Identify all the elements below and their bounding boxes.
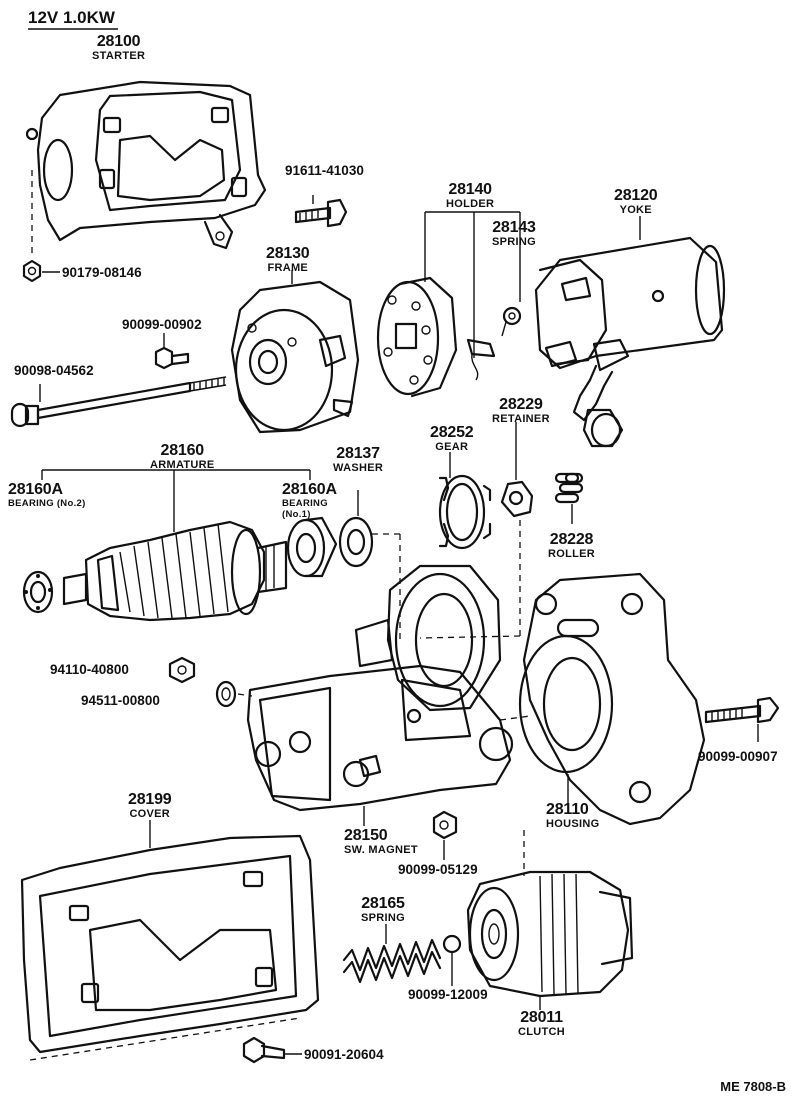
roller-number: 28228: [549, 531, 594, 548]
label-frame: 28130 FRAME: [266, 246, 310, 274]
retainer-drawing: [500, 422, 534, 518]
part-90098-04562: 90098-04562: [14, 363, 94, 378]
label-retainer: 28229 RETAINER: [492, 397, 550, 425]
bolt-91611-drawing: [294, 198, 348, 228]
armature-number: 28160: [160, 442, 205, 459]
nut-94110-drawing: [168, 656, 196, 684]
part-94110-40800: 94110-40800: [50, 662, 129, 677]
washer-number: 28137: [336, 445, 380, 462]
gear-number: 28252: [430, 424, 474, 441]
spring-holder-name: SPRING: [492, 236, 536, 248]
cover-name: COVER: [129, 808, 171, 820]
part-91611-41030: 91611-41030: [285, 163, 364, 178]
starter-number: 28100: [96, 33, 141, 50]
label-roller: 28228 ROLLER: [548, 532, 595, 560]
bolt-90099-00907-drawing: [704, 696, 780, 742]
gear-drawing: [438, 452, 492, 550]
starter-name: STARTER: [92, 50, 146, 62]
bearing-no2-name: BEARING (No.2): [8, 498, 86, 509]
sw-magnet-number: 28150: [344, 827, 388, 844]
label-housing: 28110 HOUSING: [546, 802, 599, 830]
cover-number: 28199: [128, 791, 172, 808]
spring-clutch-name: SPRING: [361, 912, 405, 924]
housing-drawing: [518, 572, 706, 826]
bearing-no2-drawing: [22, 570, 54, 614]
screw-90099-00902-drawing: [154, 333, 190, 370]
nut-90099-05129-drawing: [432, 810, 458, 860]
bolt-90098-04562-drawing: [10, 376, 227, 428]
label-washer: 28137 WASHER: [333, 446, 383, 474]
housing-name: HOUSING: [546, 818, 600, 830]
sw-magnet-drawing: [246, 564, 514, 826]
label-spring-holder: 28143 SPRING: [492, 220, 536, 248]
label-sw-magnet: 28150 SW. MAGNET: [344, 828, 418, 856]
spring-holder-number: 28143: [492, 219, 536, 236]
label-yoke: 28120 YOKE: [614, 188, 658, 216]
frame-drawing: [230, 270, 360, 434]
label-spring-clutch: 28165 SPRING: [361, 896, 405, 924]
roller-name: ROLLER: [548, 548, 596, 560]
armature-name: ARMATURE: [150, 459, 215, 471]
bearing-no1-drawing: [286, 516, 338, 578]
label-holder: 28140 HOLDER: [446, 182, 494, 210]
sw-magnet-name: SW. MAGNET: [344, 844, 418, 856]
label-bearing-no2: 28160A BEARING (No.2): [8, 482, 86, 509]
roller-drawing: [554, 472, 584, 524]
gear-name: GEAR: [435, 441, 469, 453]
clutch-number: 28011: [520, 1009, 563, 1026]
yoke-name: YOKE: [619, 204, 652, 216]
part-90099-00907: 90099-00907: [698, 749, 778, 764]
nut-90179-drawing: [22, 259, 42, 283]
bearing-no1-number: 28160A: [282, 481, 337, 498]
spring-28165-drawing: [342, 924, 462, 986]
bearing-no1-name2: (No.1): [282, 508, 311, 520]
retainer-number: 28229: [499, 396, 543, 413]
diagram-code: ME 7808-B: [720, 1079, 786, 1094]
part-90179-08146: 90179-08146: [62, 265, 142, 280]
part-90091-20604: 90091-20604: [304, 1047, 384, 1062]
part-94511-00800: 94511-00800: [81, 693, 160, 708]
cover-drawing: [20, 820, 320, 1054]
retainer-name: RETAINER: [492, 413, 550, 425]
screw-90091-20604-drawing: [242, 1036, 302, 1064]
part-90099-00902: 90099-00902: [122, 317, 202, 332]
bearing-no1-name: BEARING: [282, 498, 328, 509]
clutch-drawing: [466, 830, 634, 1010]
armature-drawing: [41, 469, 311, 622]
yoke-number: 28120: [614, 187, 658, 204]
label-armature: 28160 ARMATURE: [150, 443, 215, 471]
part-90099-05129: 90099-05129: [398, 862, 478, 877]
spring-clutch-number: 28165: [361, 895, 405, 912]
housing-number: 28110: [546, 801, 589, 818]
washer-28137-drawing: [338, 490, 374, 568]
frame-name: FRAME: [267, 262, 309, 274]
starter-assembly-drawing: [25, 80, 267, 250]
header-spec: 12V 1.0KW: [28, 8, 115, 27]
label-cover: 28199 COVER: [128, 792, 172, 820]
yoke-drawing: [534, 216, 726, 448]
frame-number: 28130: [266, 245, 310, 262]
label-clutch: 28011 CLUTCH: [518, 1010, 565, 1038]
clutch-name: CLUTCH: [518, 1026, 566, 1038]
holder-name: HOLDER: [446, 198, 495, 210]
label-gear: 28252 GEAR: [430, 425, 474, 453]
washer-94511-drawing: [215, 680, 237, 708]
holder-drawing: [376, 211, 522, 398]
label-starter: 28100 STARTER: [92, 34, 145, 62]
washer-name: WASHER: [333, 462, 384, 474]
part-90099-12009: 90099-12009: [408, 987, 488, 1002]
holder-number: 28140: [448, 181, 492, 198]
label-bearing-no1: 28160A BEARING (No.1): [282, 482, 337, 519]
bearing-no2-number: 28160A: [8, 481, 63, 498]
